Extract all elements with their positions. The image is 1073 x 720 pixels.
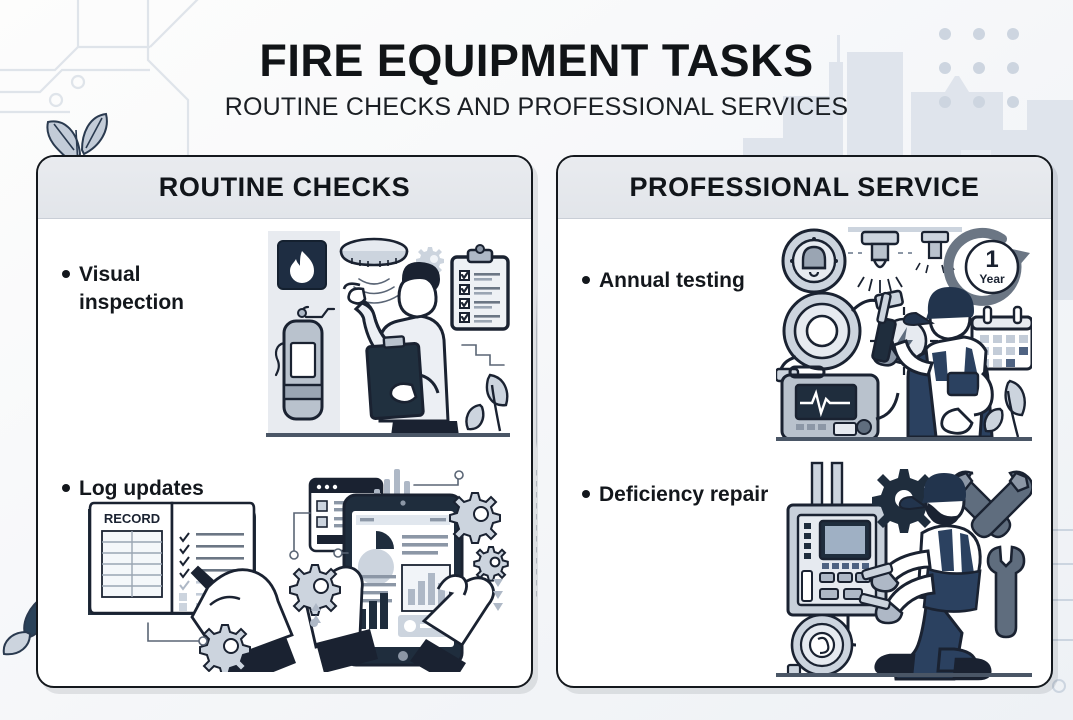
technician-figure-icon [871,287,994,439]
flame-sign-icon [277,240,327,290]
control-panel-icon [786,503,888,647]
one-year-cycle-icon: 1 Year [943,227,1030,306]
card-routine-checks: ROUTINE CHECKS Visual inspection [36,155,533,688]
bullet-label: Annual testing [599,269,745,292]
bullet-label: Log updates [79,477,204,500]
bullet-deficiency-repair: Deficiency repair [582,481,822,509]
leaf-icon [983,379,1026,438]
smoke-detector-icon [339,237,409,304]
section-deficiency-repair: Deficiency repair [558,453,1051,686]
bullet-dot-icon [62,484,70,492]
leaf-icon [465,373,509,432]
technician-kneeling-icon [858,473,992,681]
bullet-visual-inspection: Visual inspection [62,261,232,316]
clipboard-checklist-icon [450,244,510,331]
illustration-annual-testing: 1 Year [776,227,1032,441]
wrench-icon [986,545,1026,639]
card-body-routine-checks: Visual inspection [38,219,531,686]
section-log-updates: Log updates RECORD [38,453,531,686]
fire-extinguisher-icon [274,305,336,421]
section-annual-testing: Annual testing [558,219,1051,453]
hands-holding-tablet-icon [304,565,495,672]
bullet-annual-testing: Annual testing [582,267,802,295]
page-subtitle: ROUTINE CHECKS AND PROFESSIONAL SERVICES [224,93,849,121]
bullet-dot-icon [62,270,70,278]
poster-header: FIRE EQUIPMENT TASKS ROUTINE CHECKS AND … [0,0,1073,120]
inspector-figure-icon [342,261,459,436]
card-heading-label: PROFESSIONAL SERVICE [629,172,980,202]
badge-number-label: 1 [985,246,998,273]
card-heading-label: ROUTINE CHECKS [158,172,411,202]
gear-icon [289,564,341,616]
page-title: FIRE EQUIPMENT TASKS [259,35,814,86]
illustration-visual-inspection [266,231,510,437]
bullet-label: Visual inspection [79,263,185,314]
record-book-icon: RECORD [88,501,256,615]
bullet-log-updates: Log updates [62,475,292,503]
fire-hose-reel-icon [776,289,904,383]
card-professional-service: PROFESSIONAL SERVICE Annual testing [556,155,1053,688]
sprinkler-head-icon [848,230,912,293]
gear-icon [473,546,509,582]
bullet-label: Deficiency repair [599,483,769,506]
column-divider [536,290,537,620]
bullet-dot-icon [582,276,590,284]
section-visual-inspection: Visual inspection [38,219,531,453]
diagnostic-device-icon [780,365,900,441]
bullet-dot-icon [582,490,590,498]
alarm-bell-icon [781,228,847,294]
card-header-routine-checks: ROUTINE CHECKS [38,157,531,219]
badge-unit-label: Year [979,272,1005,286]
gear-icon [199,624,251,672]
card-body-professional-service: Annual testing [558,219,1051,686]
record-book-cover-label: RECORD [104,511,160,526]
illustration-deficiency-repair [776,461,1032,681]
card-header-professional-service: PROFESSIONAL SERVICE [558,157,1051,219]
hose-reel-icon [786,613,854,677]
gear-icon [449,492,501,544]
screwdriver-icon [858,562,894,610]
illustration-log-updates: RECORD [88,469,509,672]
